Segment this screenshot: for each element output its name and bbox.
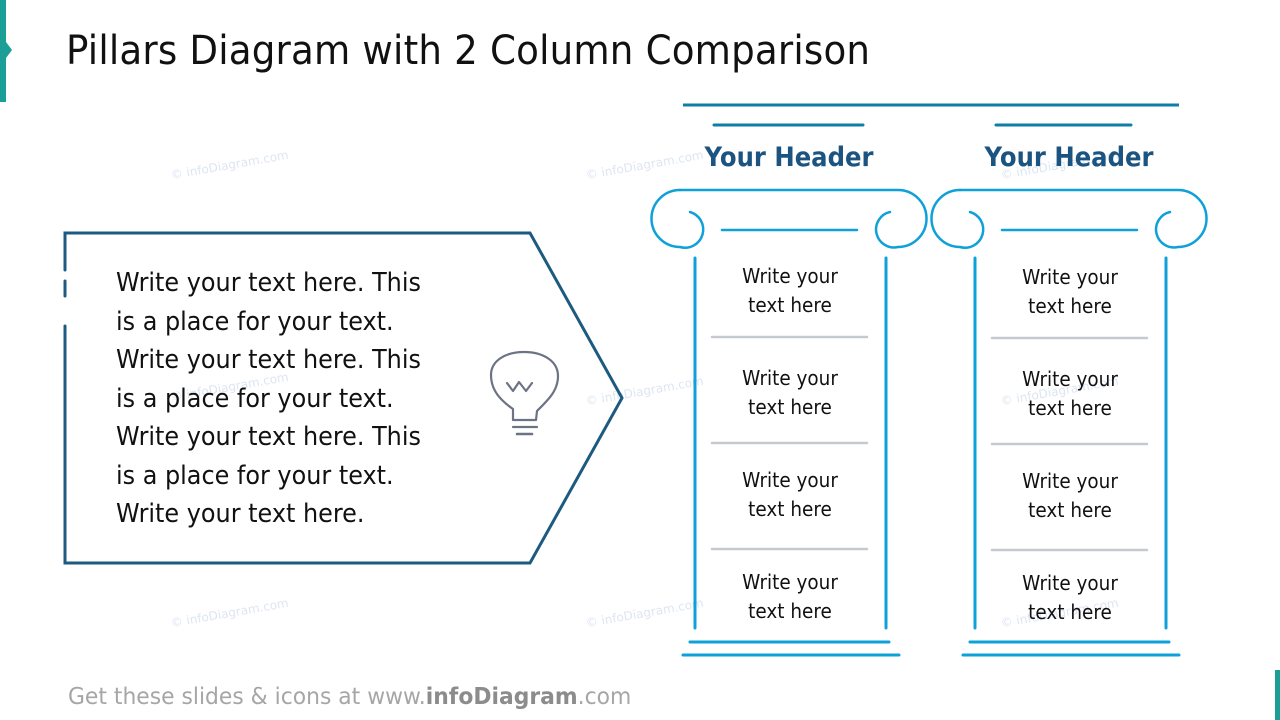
cell-line: Write your: [1022, 571, 1118, 595]
pillar-2: [930, 123, 1208, 657]
cell-line: Write your: [1022, 367, 1118, 391]
pillar-2-header: Your Header: [984, 142, 1154, 173]
footer-suffix: .com: [577, 684, 632, 710]
pillar-2-cell-3: Write your text here: [987, 467, 1153, 525]
footer-prefix: Get these slides & icons at www.: [68, 684, 426, 710]
footer-brand[interactable]: infoDiagram: [425, 684, 578, 710]
cell-line: Write your: [1022, 265, 1118, 289]
pillar-2-cell-1: Write your text here: [987, 263, 1153, 321]
cell-line: text here: [748, 599, 832, 623]
pillar-1-cell-2: Write your text here: [707, 364, 873, 422]
cell-line: text here: [748, 395, 832, 419]
pillar-1-cell-4: Write your text here: [707, 568, 873, 626]
cell-line: Write your: [742, 570, 838, 594]
slide-title: Pillars Diagram with 2 Column Comparison: [66, 28, 871, 74]
cell-line: text here: [1028, 396, 1112, 420]
pillar-1: [650, 123, 928, 657]
cell-line: Write your: [1022, 469, 1118, 493]
pillar-2-cell-2: Write your text here: [987, 365, 1153, 423]
cell-line: text here: [1028, 600, 1112, 624]
callout-shape: [63, 231, 624, 565]
lightbulb-icon: [489, 350, 560, 436]
callout-text: Write your text here. This is a place fo…: [116, 268, 421, 529]
pillar-1-cell-1: Write your text here: [707, 262, 873, 320]
cell-line: Write your: [742, 468, 838, 492]
cell-line: text here: [1028, 498, 1112, 522]
pillar-1-cell-3: Write your text here: [707, 466, 873, 524]
cell-line: text here: [748, 497, 832, 521]
accent-bar-bottom-right: [1275, 670, 1280, 720]
cell-line: text here: [1028, 294, 1112, 318]
accent-notch: [6, 42, 12, 58]
cell-line: text here: [748, 293, 832, 317]
cell-line: Write your: [742, 264, 838, 288]
accent-bar-left: [0, 0, 6, 102]
pillar-1-header: Your Header: [704, 142, 874, 173]
pillar-2-cell-4: Write your text here: [987, 569, 1153, 627]
cell-line: Write your: [742, 366, 838, 390]
footer-credit: Get these slides & icons at www.infoDiag…: [68, 684, 631, 710]
